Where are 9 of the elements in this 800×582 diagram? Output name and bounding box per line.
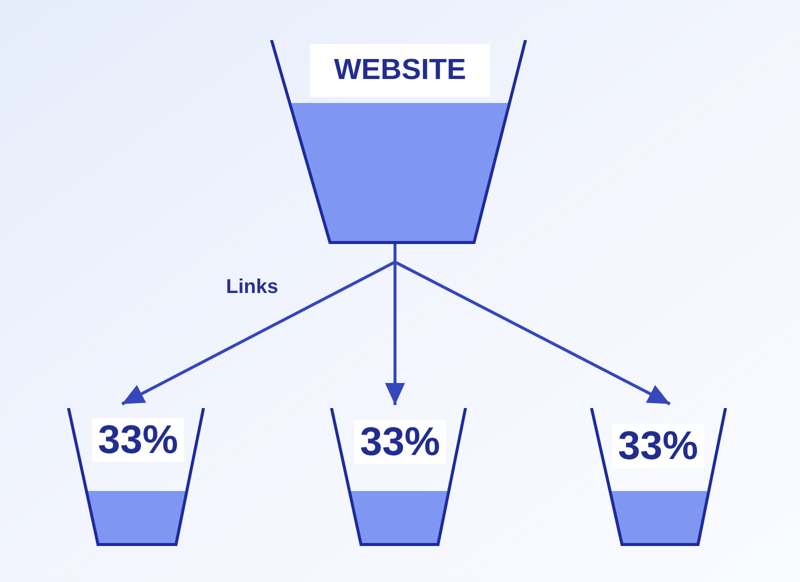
links-label: Links: [226, 275, 278, 300]
bucket-label: 33%: [92, 418, 184, 462]
small-bucket: [330, 408, 467, 546]
bucket-label: 33%: [612, 424, 704, 468]
bucket-label: 33%: [354, 420, 446, 464]
small-bucket: [67, 408, 205, 546]
bucket-label: WEBSITE: [310, 44, 490, 97]
small-bucket: [590, 408, 727, 546]
large-bucket: [270, 40, 527, 244]
